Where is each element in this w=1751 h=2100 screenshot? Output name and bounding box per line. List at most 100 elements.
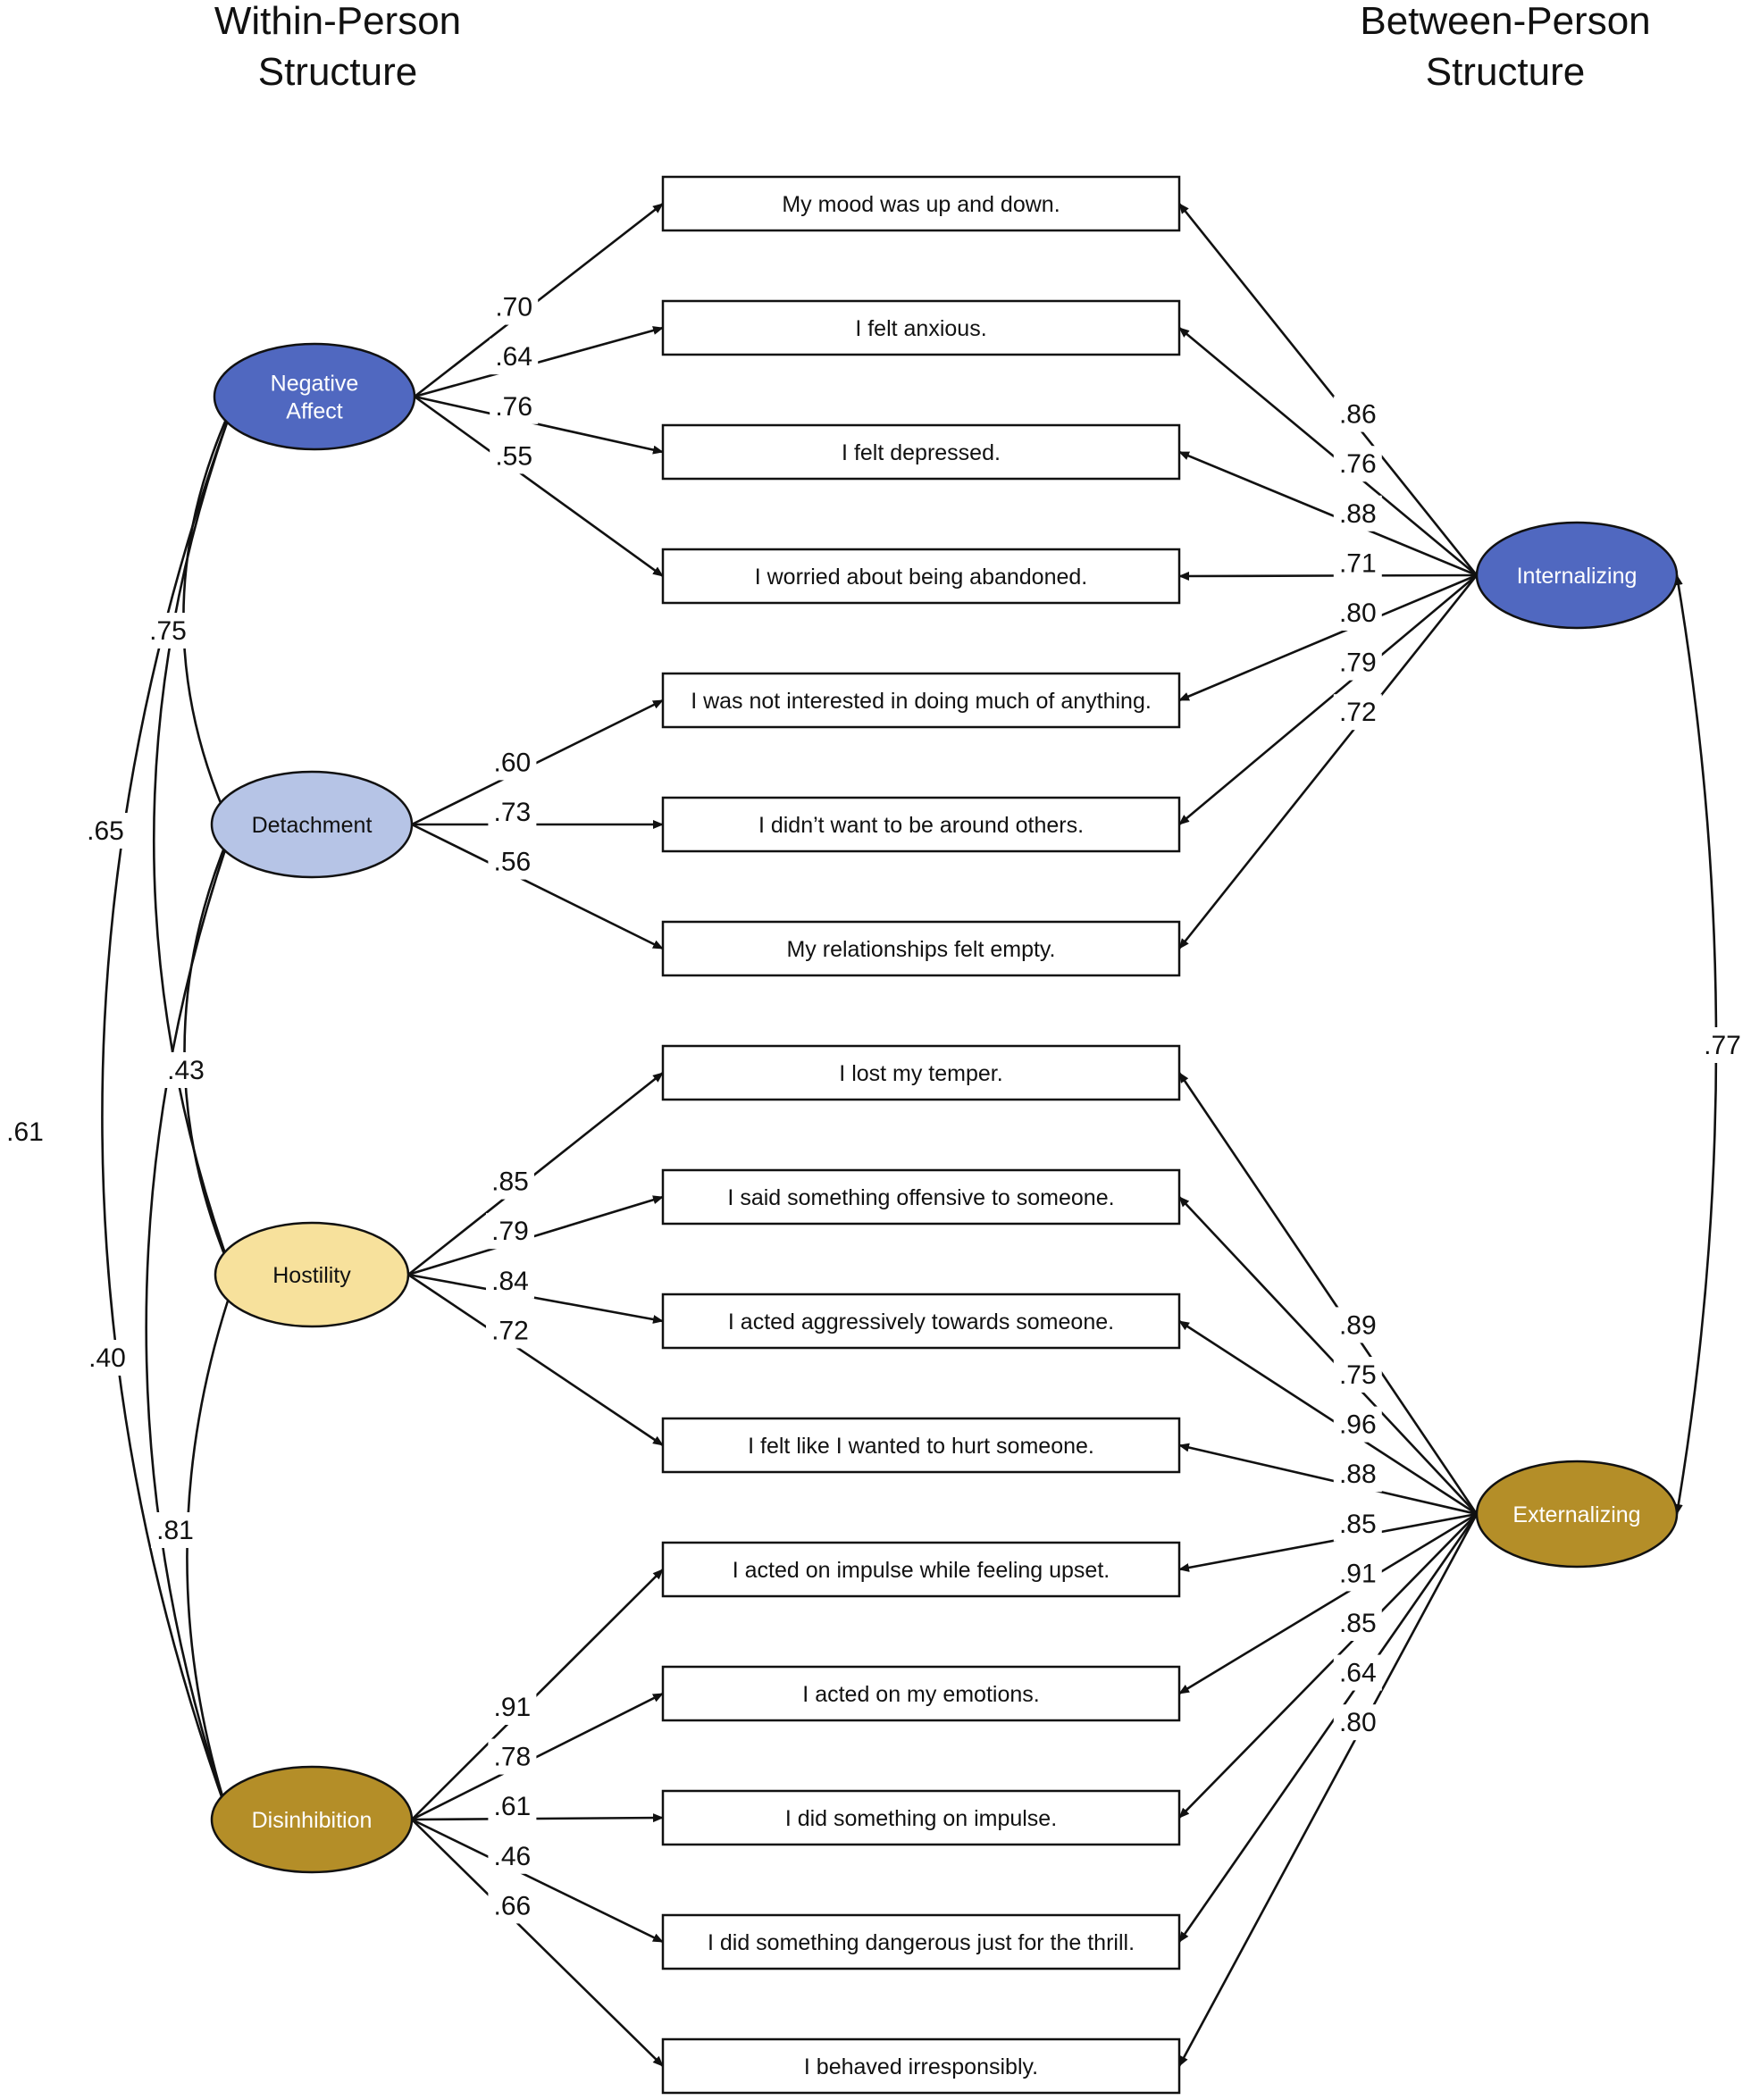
- within-loading-label-1-6-bg: [488, 843, 537, 880]
- within-loading-label-2-9: .84: [491, 1267, 529, 1296]
- item-box-i-didnt-want-to-be-around-others: I didn’t want to be around others.: [661, 796, 1181, 853]
- item-label: I felt anxious.: [855, 316, 986, 341]
- within-loading-label-0-3-bg: [490, 438, 539, 474]
- correlation-label-4-5-bg: [1698, 1027, 1747, 1063]
- item-label: My mood was up and down.: [782, 192, 1060, 217]
- between-loading-line-4-0: [1177, 203, 1479, 576]
- within-loading-label-2-7: .85: [491, 1167, 529, 1197]
- item-box-i-did-something-dangerous-just-for-the-thrill: I did something dangerous just for the t…: [661, 1913, 1181, 1970]
- correlation-label-1-2-bg: [162, 1052, 210, 1088]
- correlation-label-0-3: .61: [6, 1117, 44, 1147]
- item-label: I did something dangerous just for the t…: [708, 1930, 1135, 1955]
- coefficients-layer: .70.64.76.55.60.73.56.85.79.84.72.91.78.…: [1, 289, 1747, 1924]
- within-loading-label-1-6: .56: [494, 848, 532, 877]
- within-loading-label-0-1: .64: [495, 342, 532, 372]
- within-loading-label-0-3: .55: [495, 441, 532, 471]
- within-loading-label-0-2-bg: [490, 388, 539, 424]
- correlation-label-1-2: .43: [167, 1056, 205, 1085]
- item-box-i-was-not-interested-in-doing-much-of-anything: I was not interested in doing much of an…: [661, 672, 1181, 729]
- between-loading-line-4-3: [1178, 571, 1478, 581]
- item-box-i-said-something-offensive-to-someone: I said something offensive to someone.: [661, 1168, 1181, 1226]
- item-box-frame: [661, 920, 1181, 977]
- between-loading-line-4-6: [1177, 574, 1479, 950]
- between-loading-line-5-15: [1177, 1513, 1479, 2067]
- within-loading-line-3-12: [411, 1692, 664, 1821]
- between-loading-label-5-7-bg: [1333, 1307, 1382, 1343]
- within-loading-line-1-4: [411, 699, 664, 826]
- header-within-line-2: Structure: [258, 50, 418, 94]
- within-loading-label-1-5-bg: [488, 794, 537, 830]
- correlation-curve-0-3: [101, 396, 238, 1820]
- item-box-i-felt-like-i-wanted-to-hurt-someone: I felt like I wanted to hurt someone.: [661, 1417, 1181, 1474]
- within-loading-label-3-13-bg: [488, 1788, 537, 1825]
- item-box-frame: [661, 796, 1181, 853]
- correlation-label-1-3: .40: [88, 1343, 126, 1373]
- within-loading-label-1-4: .60: [494, 748, 532, 777]
- between-loading-label-4-6-bg: [1333, 694, 1382, 731]
- between-loading-label-4-0-bg: [1333, 396, 1382, 432]
- item-box-i-behaved-irresponsibly: I behaved irresponsibly.: [661, 2037, 1181, 2095]
- factor-ellipse: [1475, 1460, 1679, 1569]
- within-loading-line-1-6: [411, 823, 664, 950]
- within-loading-label-0-1-bg: [490, 339, 539, 375]
- within-loading-label-0-2: .76: [495, 392, 532, 422]
- item-label: I didn’t want to be around others.: [758, 813, 1084, 838]
- within-loading-label-2-10-bg: [486, 1312, 534, 1349]
- factor-ellipse: [210, 770, 414, 879]
- between-loading-label-5-8: .75: [1339, 1360, 1377, 1390]
- within-loading-label-1-4-bg: [488, 744, 537, 781]
- header-between-line-2: Structure: [1426, 50, 1586, 94]
- factor-node-detachment: Detachment: [210, 770, 414, 879]
- factor-label: Hostility: [272, 1263, 351, 1288]
- factor-node-disinhibition: Disinhibition: [210, 1765, 414, 1874]
- item-box-frame: [661, 299, 1181, 356]
- paths-layer: [101, 202, 1718, 2067]
- factor-ellipse: [213, 342, 416, 451]
- between-loading-label-5-13-bg: [1333, 1605, 1382, 1641]
- correlation-curve-1-2: [183, 824, 235, 1276]
- item-box-i-did-something-on-impulse: I did something on impulse.: [661, 1789, 1181, 1846]
- items-layer: My mood was up and down. I felt anxious. I…: [661, 175, 1181, 2095]
- within-loading-label-3-15: .66: [494, 1891, 532, 1920]
- within-loading-label-0-0: .70: [495, 293, 532, 322]
- within-loading-label-3-11: .91: [494, 1693, 532, 1722]
- factor-ellipse: [214, 1221, 410, 1328]
- between-loading-line-4-1: [1178, 327, 1478, 576]
- between-loading-label-4-4: .80: [1339, 598, 1377, 628]
- within-loading-line-0-1: [414, 326, 664, 398]
- item-box-my-mood-was-up-and-down: My mood was up and down.: [661, 175, 1181, 232]
- within-loading-line-2-7: [407, 1071, 664, 1276]
- between-loading-label-5-11: .85: [1339, 1510, 1377, 1539]
- factor-label: Negative: [271, 372, 359, 397]
- between-loading-line-5-10: [1178, 1443, 1478, 1516]
- within-loading-label-3-15-bg: [488, 1887, 537, 1924]
- item-label: I acted aggressively towards someone.: [728, 1309, 1114, 1334]
- item-box-i-worried-about-being-abandoned: I worried about being abandoned.: [661, 548, 1181, 605]
- item-box-frame: [661, 672, 1181, 729]
- header-between-line-1: Between-Person: [1360, 0, 1650, 43]
- factors-layer: NegativeAffectDetachmentHostilityDisinhi…: [210, 342, 1679, 1874]
- header-within-line-1: Within-Person: [214, 0, 461, 43]
- within-loading-label-3-12: .78: [494, 1743, 532, 1772]
- between-loading-line-5-11: [1178, 1512, 1478, 1572]
- between-loading-line-4-5: [1178, 574, 1478, 825]
- between-loading-label-4-3-bg: [1333, 545, 1382, 581]
- factor-ellipse: [1475, 521, 1679, 630]
- within-loading-label-2-9-bg: [486, 1262, 534, 1299]
- between-loading-line-5-7: [1177, 1072, 1479, 1515]
- item-box-i-acted-on-my-emotions: I acted on my emotions.: [661, 1665, 1181, 1722]
- between-loading-line-5-12: [1178, 1512, 1478, 1695]
- item-box-frame: [661, 1913, 1181, 1970]
- within-loading-line-0-3: [414, 395, 664, 578]
- within-loading-line-3-13: [411, 1813, 664, 1823]
- within-loading-label-1-5: .73: [494, 798, 532, 827]
- between-loading-label-4-6: .72: [1339, 698, 1377, 727]
- factor-ellipse: [210, 1765, 414, 1874]
- correlation-label-4-5: .77: [1704, 1031, 1741, 1060]
- between-loading-label-4-0: .86: [1339, 400, 1377, 430]
- within-loading-line-2-10: [407, 1273, 664, 1447]
- item-label: I acted on impulse while feeling upset.: [733, 1558, 1110, 1583]
- between-loading-line-4-2: [1178, 450, 1478, 577]
- between-loading-label-5-8-bg: [1333, 1357, 1382, 1393]
